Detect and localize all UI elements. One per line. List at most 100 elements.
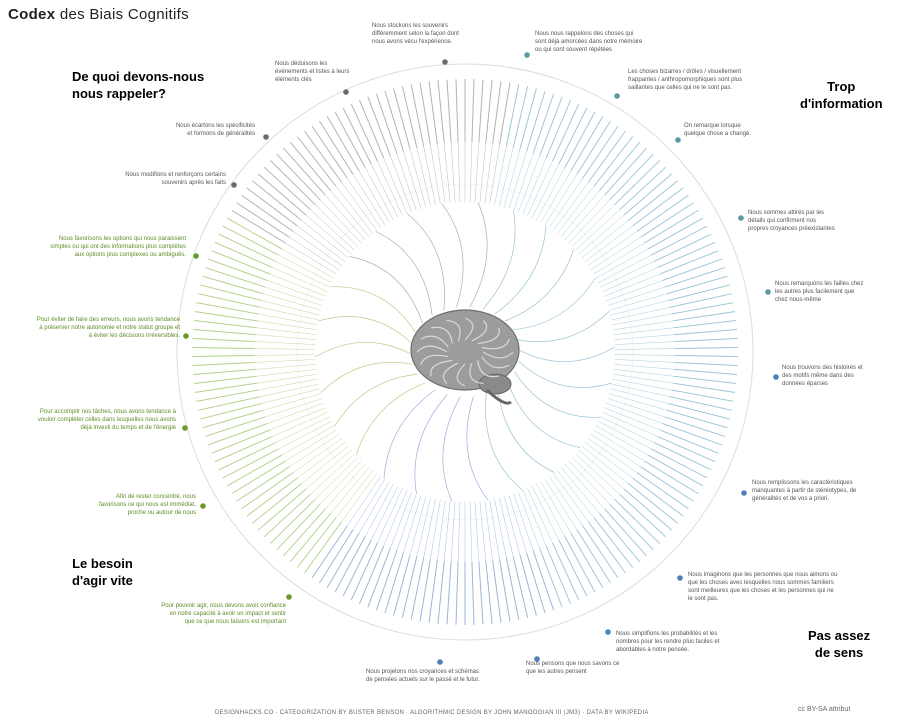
bias-label-line: [252, 180, 302, 221]
brain-fold: [446, 319, 461, 342]
bias-label-line: [231, 209, 286, 244]
bias-label-line: [659, 250, 719, 275]
bias-label-line: [526, 90, 546, 152]
quadrant-sense-line1: Pas assez: [808, 628, 871, 643]
brain-fold: [471, 320, 488, 342]
branch-curve: [329, 286, 416, 333]
bias-label-line: [532, 550, 555, 611]
bias-label-line: [647, 217, 704, 250]
quadrant-act-line1: Le besoin: [72, 556, 133, 571]
bias-label-line: [644, 460, 699, 495]
bias-label-line: [668, 284, 730, 301]
branch-curve: [519, 346, 616, 363]
quadrant-info-line2: d'information: [800, 96, 883, 111]
bias-label-line: [671, 302, 734, 315]
bias-label-line: [208, 258, 268, 282]
bias-label-line: [623, 488, 673, 531]
bias-label-line: [192, 361, 256, 367]
category-label: Nous nous rappelons des choses qui sont …: [535, 31, 643, 53]
category-dot: [263, 134, 269, 140]
quadrant-sense-title: Pas assez de sens: [808, 627, 870, 661]
bias-label-line: [236, 202, 290, 238]
bias-label-line: [670, 293, 732, 308]
bias-label-line: [296, 517, 337, 568]
bias-label-line: [257, 173, 307, 216]
category-label: Nous sommes attirés par les détails qui …: [748, 210, 835, 232]
branch-curve: [494, 225, 547, 315]
brain-fold: [416, 345, 448, 353]
bias-label-line: [334, 111, 366, 168]
bias-label-line: [671, 389, 734, 402]
brain-fold: [456, 363, 466, 387]
category-label: Nous simplifions les probabilités et les…: [616, 631, 720, 653]
bias-label-line: [241, 472, 294, 510]
category-label: Nous modifions et renforçons certains so…: [125, 172, 226, 186]
category-label: Nous écartons les spécificités et formon…: [175, 123, 255, 137]
bias-label-line: [485, 80, 493, 144]
bias-label-line: [558, 107, 588, 165]
brain-fold: [481, 356, 510, 369]
outer-ring: [176, 63, 754, 641]
branch-curve: [314, 341, 411, 358]
bias-label-line: [604, 147, 647, 196]
branch-curve: [406, 213, 445, 311]
bias-label-line: [211, 429, 271, 454]
brain-fold: [430, 359, 453, 377]
bias-label-line: [492, 560, 502, 623]
bias-label-line: [674, 337, 738, 343]
category-dot: [437, 659, 443, 665]
bias-label-line: [455, 79, 459, 143]
bias-label-line: [196, 389, 259, 402]
bias-label-line: [505, 557, 520, 620]
branch-curve: [512, 277, 596, 331]
bias-label-line: [393, 88, 411, 150]
category-dot: [286, 594, 292, 600]
bias-label-line: [668, 403, 730, 420]
brain-stem: [485, 388, 512, 405]
branch-curve: [375, 231, 433, 316]
bias-label-line: [304, 521, 343, 574]
bias-label-line: [419, 559, 431, 622]
bias-label-line: [226, 217, 283, 250]
bias-label-line: [350, 542, 378, 601]
category-dot: [773, 374, 779, 380]
bias-label-line: [564, 536, 596, 593]
category-dot: [193, 253, 199, 259]
category-label: Afin de rester concentré, nous favorison…: [98, 494, 196, 516]
category-dot: [442, 59, 448, 65]
bias-label-line: [564, 111, 596, 168]
bias-label-line: [666, 409, 728, 429]
bias-label-line: [499, 559, 511, 622]
bias-label-line: [375, 550, 398, 611]
bias-label-line: [499, 82, 511, 145]
bias-label-line: [350, 103, 378, 162]
bias-label-line: [593, 136, 634, 187]
bias-label-line: [231, 460, 286, 495]
bias-label-line: [269, 498, 316, 544]
bias-label-line: [326, 116, 360, 171]
license-badge: cc BY-SA attribut: [798, 706, 851, 713]
bias-label-line: [214, 435, 273, 463]
bias-label-line: [505, 84, 520, 147]
bias-label-line: [674, 368, 738, 376]
bias-label-line: [311, 525, 348, 579]
bias-label-line: [393, 554, 411, 616]
bias-label-line: [401, 556, 418, 618]
category-label: On remarque lorsque quelque chose a chan…: [684, 123, 752, 137]
brain-fold: [481, 338, 510, 350]
bias-label-line: [211, 250, 271, 275]
bias-label-line: [478, 561, 484, 625]
bias-label-line: [326, 533, 360, 588]
category-dot: [738, 215, 744, 221]
bias-label-line: [208, 422, 268, 446]
quadrant-memory-line1: De quoi devons-nous: [72, 69, 205, 84]
branch-curve: [414, 394, 448, 495]
category-label: Pour pouvoir agir, nous devons avoir con…: [161, 603, 286, 625]
bias-label-line: [214, 241, 273, 269]
bias-label-line: [636, 472, 689, 510]
bias-label-line: [241, 194, 294, 232]
bias-label-line: [539, 548, 563, 608]
bias-label-line: [437, 560, 445, 624]
bias-label-line: [276, 153, 321, 201]
